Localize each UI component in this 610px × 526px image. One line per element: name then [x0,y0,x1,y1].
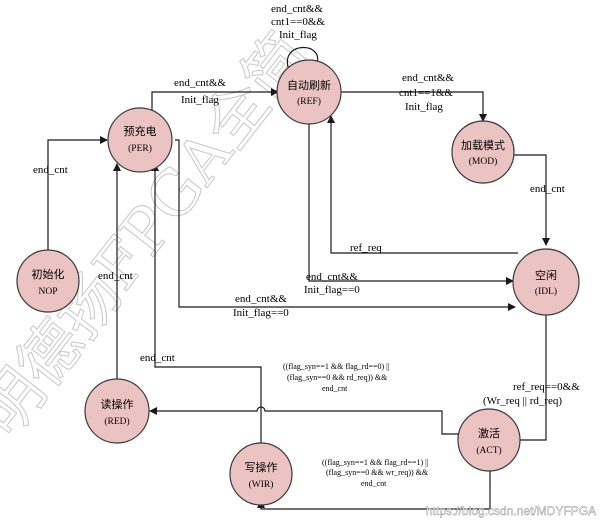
label-ref-to-idl-line1: end_cnt&& [306,271,358,283]
state-nop-abbr: NOP [38,287,57,297]
state-red-abbr: (RED) [104,416,129,427]
state-act: 激活 (ACT) [457,408,521,472]
label-act-to-red-line2: (flag_syn==0 && rd_req)) && [287,373,388,382]
state-act-name: 激活 [478,426,500,440]
label-per-to-idl-line1: end_cnt&& [235,293,287,305]
state-mod-name: 加载模式 [461,139,505,152]
label-ref-self-line3: Init_flag [279,29,317,41]
state-ref-name: 自动刷新 [287,78,331,92]
label-ref-to-mod-line2: cnt1==1&& [399,87,453,99]
state-per-name: 预充电 [124,124,157,138]
edge-act-to-red [149,406,463,435]
transitions [47,46,550,510]
state-act-abbr: (ACT) [476,445,501,456]
label-ref-to-mod-line3: Init_flag [405,101,443,113]
state-wir-name: 写操作 [245,460,278,474]
label-ref-self-line1: end_cnt&& [271,3,323,15]
state-nop: 初始化 NOP [16,249,80,313]
label-nop-to-per: end_cnt [33,164,68,176]
edge-ref-to-idl [308,117,514,285]
edge-per-to-ref [151,88,279,117]
edge-ref-to-mod [340,91,487,122]
label-ref-self-line2: cnt1==0&& [271,16,325,28]
state-mod: 加载模式 (MOD) [451,120,515,184]
label-per-to-ref-line2: Init_flag [181,94,219,106]
label-act-to-red-line1: ((flag_syn==1 && flag_rd==0) || [283,362,389,371]
label-act-to-red-line3: end_cnt [322,384,348,393]
label-idl-to-ref: ref_req [350,242,382,254]
state-idl-abbr: (IDL) [535,286,557,297]
state-per-abbr: (PER) [128,143,152,154]
label-mod-to-idl: end_cnt [530,183,565,195]
edge-nop-to-per [47,136,108,250]
label-act-to-wir-line1: ((flag_syn==1 && flag_rd==1) || [322,458,428,467]
state-red-name: 读操作 [101,397,134,411]
state-ref-abbr: (REF) [297,96,321,107]
edge-idl-to-ref [327,115,518,254]
edge-idl-to-act [509,315,547,444]
state-mod-abbr: (MOD) [469,156,498,167]
state-wir-circle [229,442,293,506]
label-act-to-wir-line2: (flag_syn==0 && wr_req)) && [326,468,429,477]
edge-wir-to-per [151,163,262,443]
state-red-circle [84,378,150,444]
edge-mod-to-idl [507,154,550,246]
state-wir-abbr: (WIR) [249,479,274,490]
state-per-circle [107,107,173,173]
transition-labels: end_cnt end_cnt&& Init_flag end_cnt&& cn… [33,3,580,488]
label-wir-to-per: end_cnt [140,352,175,364]
label-ref-to-mod-line1: end_cnt&& [402,72,454,84]
state-ref: 自动刷新 (REF) [276,59,342,125]
state-idl-circle [512,248,580,316]
state-nop-name: 初始化 [32,267,65,281]
label-ref-to-idl-line2: Init_flag==0 [304,284,360,296]
label-idl-to-act-line1: ref_req==0&& [513,381,580,393]
label-red-to-per: end_cnt [98,270,133,282]
state-nop-circle [16,249,80,313]
edge-ref-self [287,46,322,73]
state-mod-circle [451,120,515,184]
watermark-url: https://blog.csdn.net/MDYFPGA [426,504,596,518]
label-per-to-ref-line1: end_cnt&& [174,77,226,89]
edge-per-to-idl [175,139,516,311]
state-act-circle [457,408,521,472]
state-red: 读操作 (RED) [84,378,150,444]
state-wir: 写操作 (WIR) [229,442,293,506]
state-idl-name: 空闲 [535,268,557,282]
state-ref-circle [276,59,342,125]
label-per-to-idl-line2: Init_flag==0 [233,307,289,319]
label-idl-to-act-line2: (Wr_req || rd_req) [483,395,562,407]
state-per: 预充电 (PER) [107,107,173,173]
label-act-to-wir-line3: end_cnt [361,479,387,488]
state-idl: 空闲 (IDL) [512,248,580,316]
